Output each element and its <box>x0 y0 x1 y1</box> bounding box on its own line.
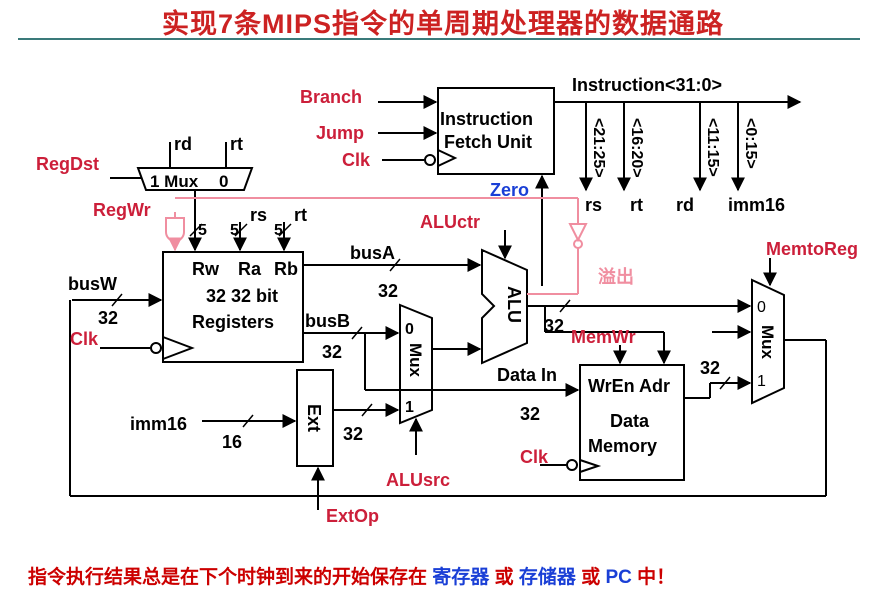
width-mem-out: 32 <box>700 358 720 378</box>
regdst-mux <box>136 167 254 191</box>
reg-rw: Rw <box>192 259 220 279</box>
title-underline <box>18 38 860 40</box>
footer-note: 指令执行结果总是在下个时钟到来的开始保存在 寄存器 或 存储器 或 PC 中！ <box>28 562 675 589</box>
label-rd-out: rd <box>676 195 694 215</box>
label-imm16-out: imm16 <box>728 195 785 215</box>
label-branch: Branch <box>300 87 362 107</box>
page-title: 实现7条MIPS指令的单周期处理器的数据通路 <box>161 9 725 39</box>
ifu-text-line2: Fetch Unit <box>444 132 532 152</box>
label-jump: Jump <box>316 123 364 143</box>
label-rt-in2: rt <box>294 205 307 225</box>
width-ra: 5 <box>230 222 239 239</box>
label-clk-reg: Clk <box>70 329 99 349</box>
field-rd-range: <11:15> <box>704 118 721 177</box>
mux1-text: 1 Mux <box>150 172 199 191</box>
register-file <box>162 251 304 363</box>
reg-ra: Ra <box>238 259 262 279</box>
label-rs-in: rs <box>250 205 267 225</box>
alu <box>481 248 528 365</box>
width-imm16: 16 <box>222 432 242 452</box>
footer-or-2: 或 <box>581 567 601 588</box>
width-rb: 5 <box>274 222 283 239</box>
mem-name2: Memory <box>588 436 657 456</box>
label-data-in: Data In <box>497 365 557 385</box>
memtoreg-mux-1: 1 <box>757 373 766 390</box>
ifu-clock-triangle <box>437 149 458 167</box>
mem-ports: WrEn Adr <box>588 376 670 396</box>
width-busw: 32 <box>98 308 118 328</box>
width-busb: 32 <box>322 342 342 362</box>
label-extop: ExtOp <box>326 506 379 526</box>
reg-desc: 32 32 bit <box>206 286 278 306</box>
mux1-zero: 0 <box>219 172 228 191</box>
width-busa: 32 <box>378 281 398 301</box>
label-instruction: Instruction<31:0> <box>572 75 722 95</box>
memtoreg-mux <box>751 278 785 405</box>
width-rw: 5 <box>198 222 207 239</box>
label-aluctr: ALUctr <box>420 212 480 232</box>
footer-memory: 存储器 <box>518 567 576 588</box>
alusrc-mux-text: Mux <box>406 343 425 378</box>
label-alusrc: ALUsrc <box>386 470 450 490</box>
mem-clock-triangle <box>579 459 602 473</box>
label-busw: busW <box>68 274 117 294</box>
label-rd-in: rd <box>174 134 192 154</box>
label-overflow: 溢出 <box>598 266 634 287</box>
reg-name: Registers <box>192 312 274 332</box>
label-busb: busB <box>305 311 350 331</box>
field-rs-range: <21:25> <box>590 118 607 178</box>
label-rs-out: rs <box>585 195 602 215</box>
memtoreg-mux-0: 0 <box>757 299 766 316</box>
footer-text: 指令执行结果总是在下个时钟到来的开始保存在 <box>28 567 428 588</box>
alusrc-mux-1: 1 <box>405 399 414 416</box>
alu-text: ALU <box>504 286 524 323</box>
width-alu-out: 32 <box>544 316 564 336</box>
label-zero: Zero <box>490 180 529 200</box>
field-imm-range: <0:15> <box>742 118 759 169</box>
label-regwr: RegWr <box>93 200 151 220</box>
instruction-fetch-unit <box>437 87 555 175</box>
label-rt-in: rt <box>230 134 243 154</box>
footer-register: 寄存器 <box>432 567 490 588</box>
reg-clock-triangle <box>162 336 195 360</box>
footer-end: 中！ <box>637 567 676 588</box>
label-memwr: MemWr <box>571 327 636 347</box>
ext-unit <box>296 369 334 467</box>
footer-pc: PC <box>605 567 632 588</box>
memtoreg-mux-text: Mux <box>758 325 777 360</box>
label-clk-ifu: Clk <box>342 150 371 170</box>
reg-rb: Rb <box>274 259 298 279</box>
ifu-text-line1: Instruction <box>440 109 533 129</box>
alusrc-mux-0: 0 <box>405 321 414 338</box>
data-memory <box>579 364 685 481</box>
label-regdst: RegDst <box>36 154 99 174</box>
mem-name1: Data <box>610 411 650 431</box>
label-memtoreg: MemtoReg <box>766 239 858 259</box>
width-ext-out: 32 <box>343 424 363 444</box>
field-rt-range: <16:20> <box>628 118 645 178</box>
footer-or-1: 或 <box>494 567 514 588</box>
label-imm16-in: imm16 <box>130 414 187 434</box>
width-data-in: 32 <box>520 404 540 424</box>
label-busa: busA <box>350 243 395 263</box>
ext-text: Ext <box>304 404 324 432</box>
label-rt-out: rt <box>630 195 643 215</box>
label-clk-mem: Clk <box>520 447 549 467</box>
alusrc-mux <box>399 303 433 425</box>
